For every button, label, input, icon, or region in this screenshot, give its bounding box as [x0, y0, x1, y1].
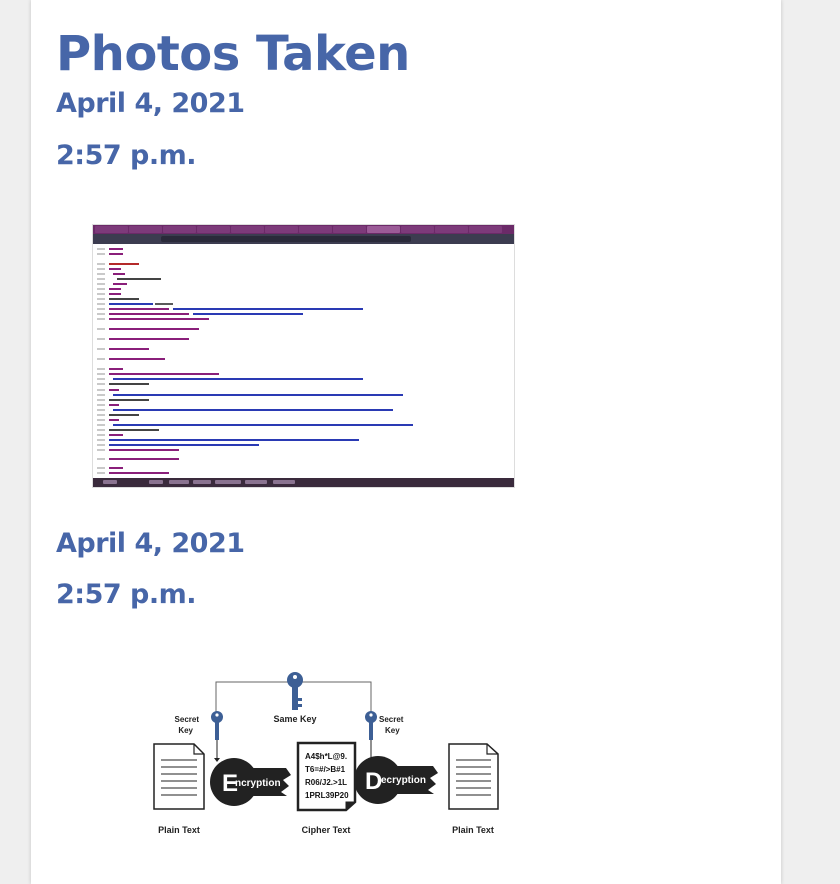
decryption-label-icon [354, 756, 438, 804]
content-card: Photos Taken April 4, 2021 2:57 p.m. [31, 0, 781, 884]
page-title: Photos Taken [56, 26, 410, 82]
code-view [93, 244, 514, 478]
svg-text:ncryption: ncryption [235, 778, 281, 789]
entry-time: 2:57 p.m. [56, 140, 197, 171]
cipher-text-label: Cipher Text [302, 825, 351, 835]
secret-key-left-icon [211, 711, 223, 740]
svg-text:D: D [365, 768, 382, 795]
cipher-text-document-icon [296, 741, 357, 812]
svg-text:E: E [222, 770, 238, 797]
svg-text:ecryption: ecryption [381, 775, 426, 786]
browser-url-bar [93, 234, 514, 244]
entry-date: April 4, 2021 [56, 88, 245, 119]
same-key-label: Same Key [273, 714, 316, 724]
same-key-icon [287, 672, 303, 710]
plain-text-left-label: Plain Text [158, 825, 200, 835]
source-code-screenshot [92, 224, 515, 488]
entry-time: 2:57 p.m. [56, 579, 197, 610]
entry-date: April 4, 2021 [56, 528, 245, 559]
cipher-text-content: A4$h*L@9. T6=#/>B#1 R06/J2.>1L 1PRL39P20 [305, 752, 349, 800]
browser-tab-bar [93, 225, 514, 234]
devtools-status-bar [93, 478, 514, 487]
plain-text-right-label: Plain Text [452, 825, 494, 835]
secret-key-right-icon [365, 711, 377, 740]
encryption-label-icon [210, 758, 291, 806]
plain-text-right-document-icon [448, 743, 499, 810]
plain-text-left-document-icon [153, 743, 205, 810]
